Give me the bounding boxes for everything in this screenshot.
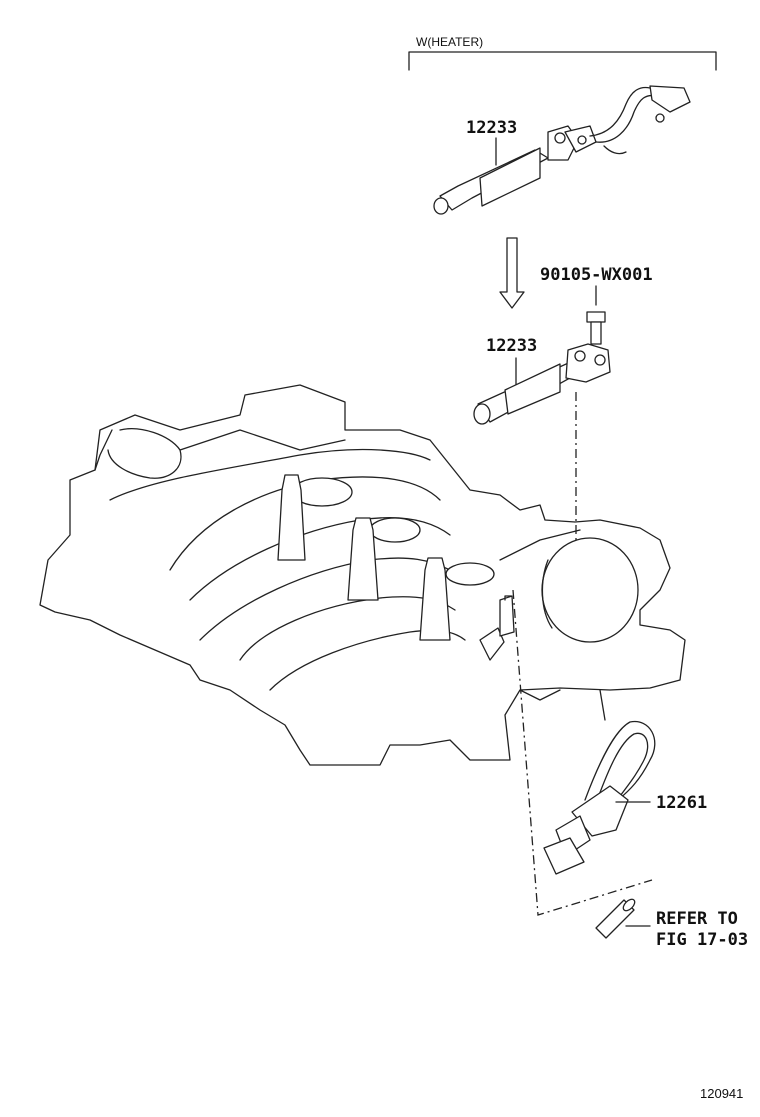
hose-assembly-heater-illustration bbox=[433, 85, 691, 215]
refer-connector-hose-illustration bbox=[595, 898, 636, 939]
bolt-illustration bbox=[586, 311, 606, 345]
refer-note-line1: REFER TO bbox=[656, 909, 738, 929]
intake-manifold-illustration bbox=[39, 384, 686, 766]
down-arrow-icon bbox=[499, 237, 525, 309]
breather-hose-illustration bbox=[543, 720, 656, 875]
callout-bolt: 90105-WX001 bbox=[540, 265, 653, 306]
part-number-bolt: 90105-WX001 bbox=[540, 265, 653, 285]
part-number-12261: 12261 bbox=[656, 793, 707, 813]
callout-breather-hose: 12261 bbox=[615, 793, 707, 813]
part-number-12233-standard: 12233 bbox=[486, 336, 537, 356]
hose-assembly-standard-illustration bbox=[473, 343, 611, 425]
callout-hose-heater: 12233 bbox=[466, 118, 517, 166]
refer-note-line2: FIG 17-03 bbox=[656, 930, 748, 950]
figure-number: 120941 bbox=[700, 1086, 743, 1101]
refer-note: REFER TO FIG 17-03 bbox=[625, 909, 748, 950]
callout-hose-standard: 12233 bbox=[486, 336, 537, 386]
condition-label: W(HEATER) bbox=[416, 35, 483, 49]
alignment-line-breather bbox=[512, 589, 653, 916]
part-number-12233-heater: 12233 bbox=[466, 118, 517, 138]
heater-variant-bracket: W(HEATER) bbox=[408, 35, 717, 71]
